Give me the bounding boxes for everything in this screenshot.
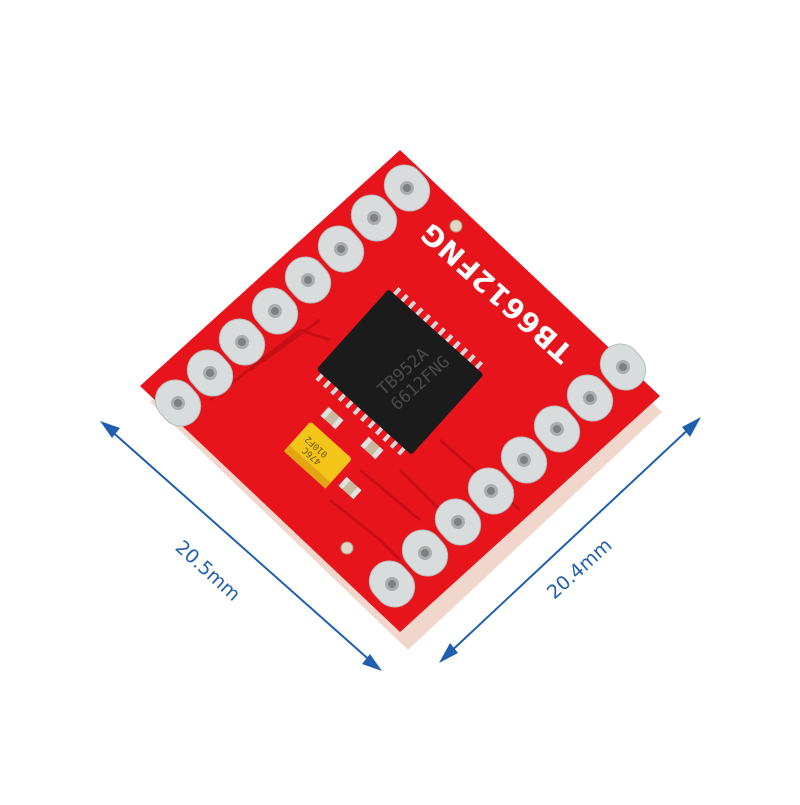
pin-header-left [154,164,431,427]
smd-capacitor-1 [320,406,344,430]
tantalum-capacitor [283,422,351,489]
smd-capacitor-3 [338,476,362,500]
fiducial-top [449,219,463,233]
ic-chip [315,287,484,456]
pin-header-right [368,343,647,608]
smd-capacitor-2 [360,436,384,460]
dimension-arrows [100,417,701,671]
fiducial-bottom [340,541,354,555]
